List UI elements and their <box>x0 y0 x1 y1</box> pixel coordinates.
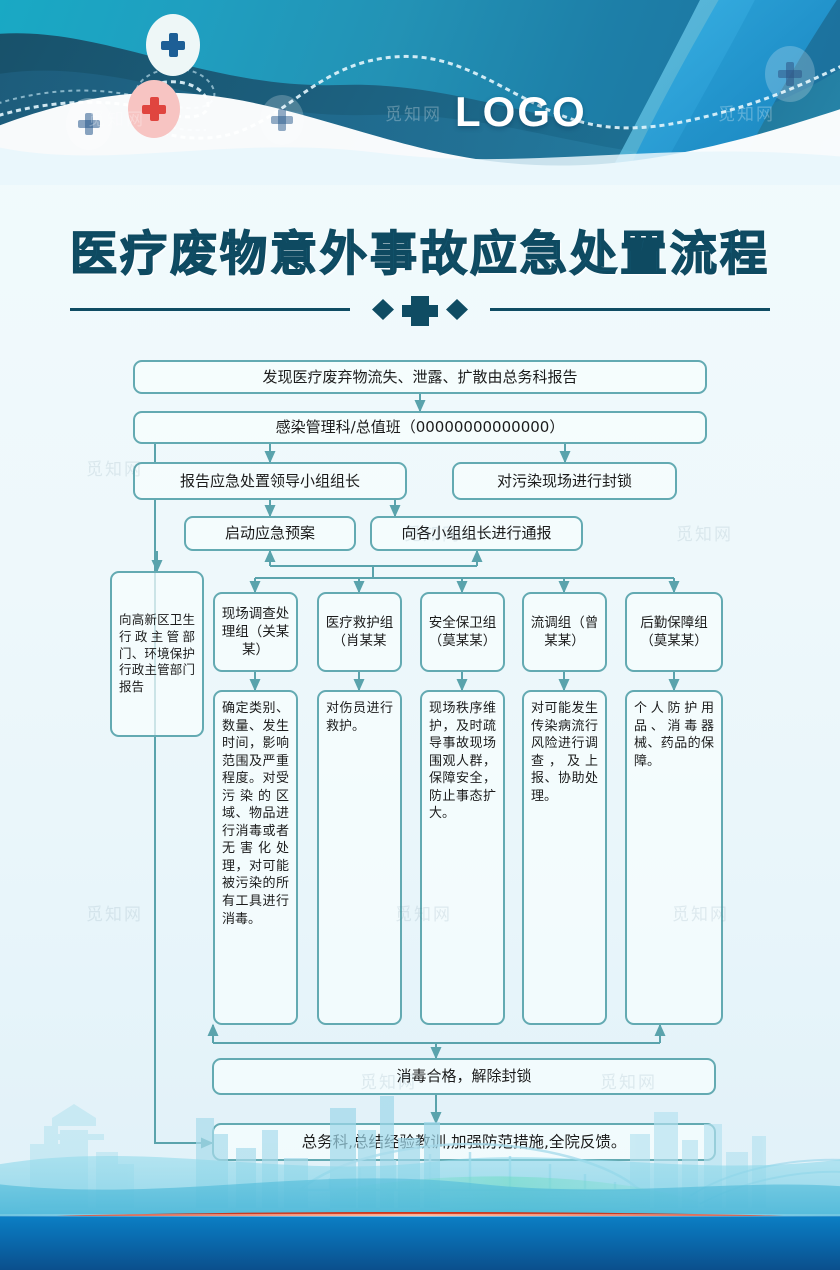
flow-group-box-4[interactable]: 后勤保障组（莫某某） <box>625 592 723 672</box>
flow-box-notify-leaders[interactable]: 向各小组组长进行通报 <box>370 516 583 551</box>
flow-duty-text-3: 对可能发生传染病流行风险进行调查，及上报、协助处理。 <box>531 701 598 804</box>
flow-box-step1[interactable]: 发现医疗废弃物流失、泄露、扩散由总务科报告 <box>133 360 707 394</box>
flow-box-side-report[interactable]: 向高新区卫生行政主管部门、环境保护行政主管部门报告 <box>110 571 204 737</box>
flow-group-box-1[interactable]: 医疗救护组（肖某某 <box>317 592 402 672</box>
flow-duty-text-4: 个人防护用品、消毒器械、药品的保障。 <box>634 701 714 769</box>
flow-duty-box-1[interactable]: 对伤员进行救护。 <box>317 690 402 1025</box>
footer-blue-band <box>0 1214 840 1270</box>
flow-duty-text-1: 对伤员进行救护。 <box>326 701 393 734</box>
cross-badge-faded-mid <box>260 95 304 145</box>
flow-duty-box-0[interactable]: 确定类别、数量、发生时间，影响范围及严重程度。对受污染的区域、物品进行消毒或者无… <box>213 690 298 1025</box>
flow-duty-box-2[interactable]: 现场秩序维护，及时疏导事故现场围观人群，保障安全，防止事态扩大。 <box>420 690 505 1025</box>
flow-duty-box-4[interactable]: 个人防护用品、消毒器械、药品的保障。 <box>625 690 723 1025</box>
flow-group-box-3[interactable]: 流调组（曾某某） <box>522 592 607 672</box>
flow-box-seal-site[interactable]: 对污染现场进行封锁 <box>452 462 677 500</box>
cross-badge-faded-right <box>765 46 815 102</box>
cross-badge-blue-top <box>146 14 200 76</box>
title-divider <box>70 296 770 326</box>
flow-group-box-0[interactable]: 现场调查处理组（关某某） <box>213 592 298 672</box>
flow-group-box-2[interactable]: 安全保卫组（莫某某） <box>420 592 505 672</box>
header-banner: LOGO 觅知网 觅知网 觅知网 <box>0 0 840 185</box>
flow-duty-text-2: 现场秩序维护，及时疏导事故现场围观人群，保障安全，防止事态扩大。 <box>429 701 496 822</box>
cross-badge-red <box>128 80 180 138</box>
flow-box-report-leader[interactable]: 报告应急处置领导小组组长 <box>133 462 407 500</box>
cross-badge-faded-left <box>66 98 112 150</box>
flow-box-start-plan[interactable]: 启动应急预案 <box>184 516 356 551</box>
footer-decoration <box>0 1080 840 1270</box>
logo-text: LOGO <box>455 88 587 135</box>
page-title-wrap: 医疗废物意外事故应急处置流程 <box>0 215 840 284</box>
flow-duty-text-0: 确定类别、数量、发生时间，影响范围及严重程度。对受污染的区域、物品进行消毒或者无… <box>222 701 289 927</box>
page-title: 医疗废物意外事故应急处置流程 <box>69 226 770 283</box>
flow-box-side-report-text: 向高新区卫生行政主管部门、环境保护行政主管部门报告 <box>119 611 195 695</box>
flow-duty-box-3[interactable]: 对可能发生传染病流行风险进行调查，及上报、协助处理。 <box>522 690 607 1025</box>
flow-box-final-unseal[interactable]: 消毒合格，解除封锁 <box>212 1058 716 1095</box>
flow-box-step2[interactable]: 感染管理科/总值班（00000000000000） <box>133 411 707 444</box>
